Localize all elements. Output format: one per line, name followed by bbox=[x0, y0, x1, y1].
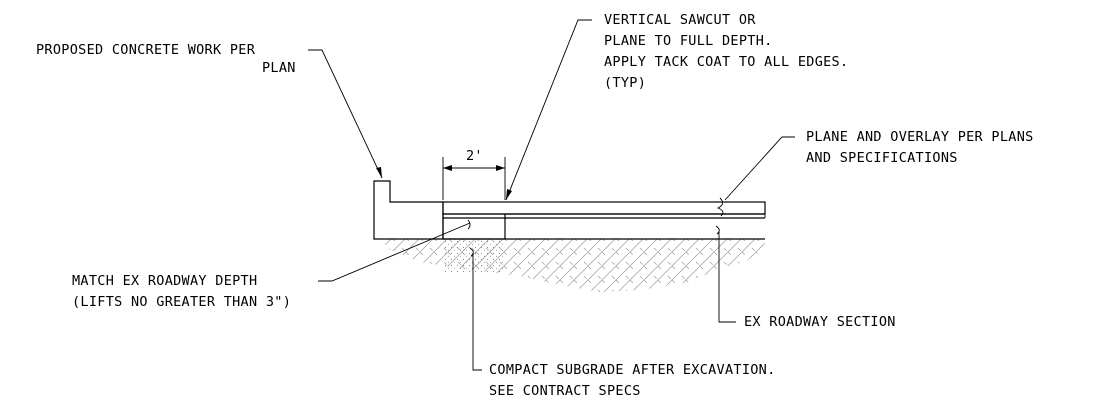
overlay-layer bbox=[442, 201, 766, 215]
note-sawcut-line3: APPLY TACK COAT TO ALL EDGES. bbox=[604, 54, 848, 70]
note-roadway: EX ROADWAY SECTION bbox=[744, 314, 896, 330]
note-match-line2: (LIFTS NO GREATER THAN 3") bbox=[72, 294, 291, 310]
note-overlay-line2: AND SPECIFICATIONS bbox=[806, 150, 958, 166]
dimension-label: 2' bbox=[466, 148, 483, 164]
sawcut-leader bbox=[505, 19, 592, 201]
roadway-leader bbox=[718, 232, 736, 323]
note-sawcut-line1: VERTICAL SAWCUT OR bbox=[604, 12, 756, 28]
note-match-line1: MATCH EX ROADWAY DEPTH bbox=[72, 273, 257, 289]
note-sawcut-line4: (TYP) bbox=[604, 75, 646, 91]
note-sawcut-line2: PLANE TO FULL DEPTH. bbox=[604, 33, 773, 49]
subgrade-leader bbox=[472, 253, 482, 371]
existing-ground-hatch bbox=[380, 239, 765, 292]
match-depth-leader bbox=[318, 222, 471, 282]
note-concrete-line1: PROPOSED CONCRETE WORK PER bbox=[36, 42, 256, 58]
overlay-leader bbox=[724, 136, 795, 201]
concrete-curb bbox=[373, 180, 444, 240]
note-subgrade-line1: COMPACT SUBGRADE AFTER EXCAVATION. bbox=[489, 362, 776, 378]
concrete-leader bbox=[308, 49, 383, 179]
note-overlay-line1: PLANE AND OVERLAY PER PLANS bbox=[806, 129, 1034, 145]
note-concrete-line2: PLAN bbox=[262, 60, 296, 76]
compacted-subgrade bbox=[443, 239, 505, 273]
width-dimension: 2' bbox=[442, 148, 506, 200]
break-line-icon bbox=[716, 197, 724, 217]
note-subgrade-line2: SEE CONTRACT SPECS bbox=[489, 383, 641, 399]
